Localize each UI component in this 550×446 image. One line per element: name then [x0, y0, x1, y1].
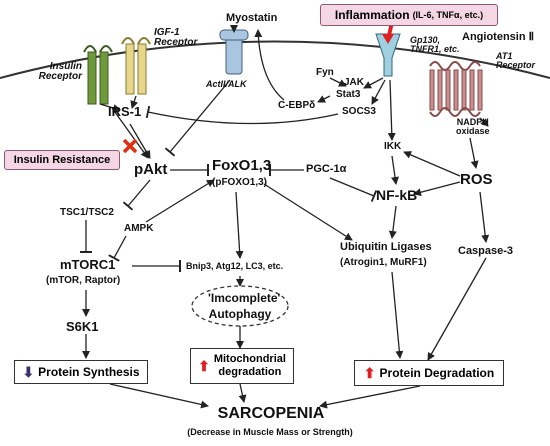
foxo-label: FoxO1,3 — [212, 157, 272, 174]
bnip3-label: Bnip3, Atg12, LC3, etc. — [186, 261, 284, 271]
up-arrow-icon: ⬆ — [198, 357, 210, 374]
mitochondrial-box: ⬆ Mitochondrial degradation — [190, 348, 294, 384]
mito-label-1: Mitochondrial — [213, 352, 286, 365]
ampk-label: AMPK — [124, 223, 154, 234]
actii-alk-label: ActII/ALK — [206, 79, 247, 89]
at1-receptor-shape — [429, 61, 483, 117]
nadph-label: NADPH oxidase — [456, 117, 490, 136]
cebpd-label: C-EBPδ — [278, 100, 316, 111]
incomplete-label: 'Imcomplete' — [208, 291, 281, 305]
inflammation-sub-label: (IL-6, TNFα, etc.) — [412, 10, 484, 20]
gp130-label: Gp130, TNFR1, etc. — [410, 35, 460, 54]
pakt-label: pAkt — [134, 161, 168, 178]
sarcopenia-label: SARCOPENIA — [217, 405, 325, 422]
angiotensin-label: Angiotensin Ⅱ — [462, 31, 535, 43]
pfoxo-label: (pFOXO1,3) — [212, 177, 268, 188]
fyn-label: Fyn — [316, 67, 334, 78]
down-arrow-icon: ⬇ — [22, 363, 35, 380]
igf1-receptor-shape — [121, 37, 151, 95]
x-mark-icon — [122, 138, 138, 154]
actii-alk-shape — [219, 29, 249, 75]
cell-membrane — [0, 40, 550, 79]
up-arrow-icon: ⬆ — [363, 364, 376, 381]
sarcopenia-sub-label: (Decrease in Muscle Mass or Strength) — [187, 427, 353, 437]
protein-degradation-label: Protein Degradation — [379, 366, 495, 380]
protein-synthesis-label: Protein Synthesis — [38, 365, 140, 379]
insulin-resistance-label: Insulin Resistance — [13, 154, 111, 166]
socs3-label: SOCS3 — [342, 106, 376, 117]
mtorc1-label: mTORC1 — [60, 257, 116, 272]
protein-synthesis-box: ⬇ Protein Synthesis — [14, 360, 148, 384]
s6k1-label: S6K1 — [66, 319, 99, 334]
pgc-label: PGC-1α — [306, 163, 347, 175]
insulin-resistance-box: Insulin Resistance — [4, 150, 120, 170]
inflammation-box: Inflammation (IL-6, TNFα, etc.) — [320, 4, 498, 26]
stat3-label: Stat3 — [336, 89, 361, 100]
inflammation-label: Inflammation — [334, 8, 410, 22]
caspase-label: Caspase-3 — [458, 245, 514, 257]
mtor-sub-label: (mTOR, Raptor) — [46, 275, 121, 286]
gp130-shape — [375, 21, 401, 77]
nfkb-label: NF-kB — [376, 187, 418, 203]
ubiquitin-sub-label: (Atrogin1, MuRF1) — [340, 257, 427, 268]
tsc-label: TSC1/TSC2 — [60, 207, 114, 218]
irs1-label: IRS-1 — [108, 104, 142, 119]
autophagy-ellipse — [191, 285, 289, 327]
ros-label: ROS — [460, 171, 493, 188]
protein-degradation-box: ⬆ Protein Degradation — [354, 360, 504, 386]
insulin-receptor-shape — [83, 45, 113, 105]
ubiquitin-label: Ubiquitin Ligases — [340, 241, 432, 253]
mito-label-2: degradation — [218, 366, 282, 378]
autophagy-label: Autophagy — [208, 307, 272, 321]
at1-receptor-label: AT1 Receptor — [496, 51, 536, 70]
ikk-label: IKK — [384, 141, 402, 152]
insulin-receptor-label: Insulin Receptor — [38, 61, 82, 82]
igf1-receptor-label: IGF-1 Receptor — [154, 27, 198, 48]
myostatin-label: Myostatin — [226, 12, 278, 24]
jak-label: JAK — [344, 77, 365, 88]
